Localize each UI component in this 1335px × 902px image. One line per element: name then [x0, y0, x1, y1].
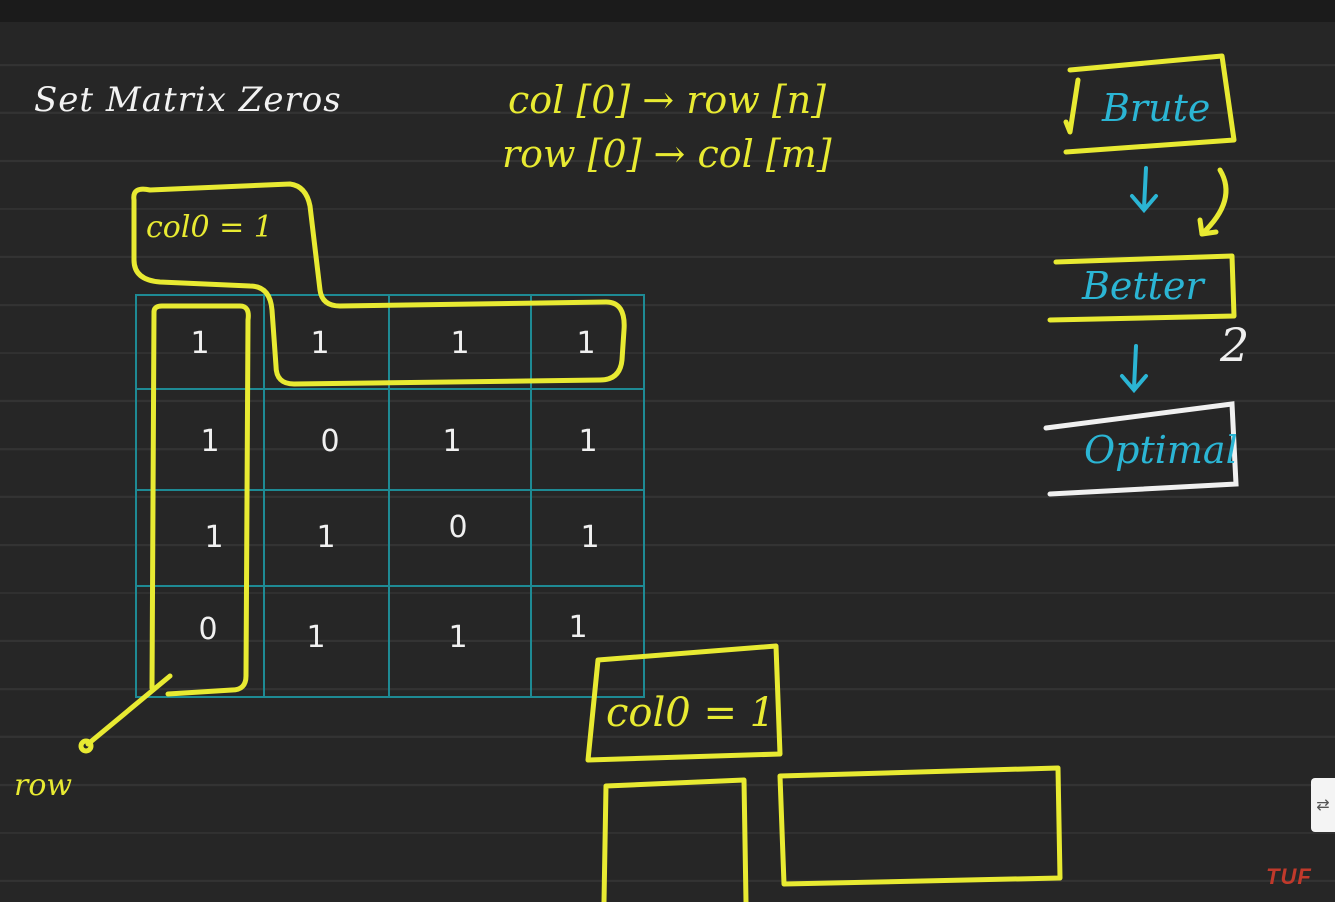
formula-line-2: row [0] → col [m]: [502, 132, 832, 176]
better-box: [1047, 253, 1237, 323]
curved-arrow: [1199, 167, 1229, 237]
matrix-cell: 1: [200, 424, 220, 459]
down-arrow-2: [1120, 344, 1148, 394]
row-label: row: [14, 768, 73, 803]
brand-logo: TUF: [1266, 864, 1312, 889]
row-pointer-dot: [78, 738, 94, 754]
matrix-cell: 0: [198, 612, 218, 647]
matrix-cell: 1: [316, 520, 336, 555]
matrix-cell: 1: [576, 326, 596, 361]
col0-highlight-outline: [151, 303, 251, 697]
matrix-cell: 1: [204, 520, 224, 555]
col0-label-bottom: col0 = 1: [606, 690, 776, 736]
col0-label-top: col0 = 1: [146, 210, 273, 245]
step-better: Better: [1082, 264, 1204, 308]
brute-box: [1063, 53, 1237, 155]
matrix-cell: 1: [442, 424, 462, 459]
bottom-row-rect: [777, 765, 1063, 887]
down-arrow-1: [1130, 166, 1158, 214]
row-pointer-line: [85, 673, 173, 747]
matrix-cell: 1: [578, 424, 598, 459]
matrix-cell: 0: [448, 510, 468, 545]
matrix-cell: 1: [448, 620, 468, 655]
brute-check: [1063, 77, 1081, 135]
matrix-cell: 0: [320, 424, 340, 459]
collapse-arrows-icon[interactable]: ⇄: [1311, 778, 1335, 832]
matrix-cell: 1: [310, 326, 330, 361]
step-note: 2: [1220, 318, 1250, 372]
col0-highlight-left: [149, 309, 157, 691]
matrix-cell: 1: [580, 520, 600, 555]
optimal-box: [1043, 401, 1239, 497]
step-optimal: Optimal: [1084, 428, 1238, 472]
step-brute: Brute: [1102, 86, 1211, 130]
matrix-cell: 1: [450, 326, 470, 361]
formula-line-1: col [0] → row [n]: [508, 78, 826, 122]
row0-highlight-outline: [131, 181, 627, 387]
matrix-cell: 1: [306, 620, 326, 655]
curved-arrowhead: [1197, 217, 1219, 237]
matrix-grid: [135, 294, 645, 698]
top-bar: [0, 0, 1335, 22]
col0-box-bottom: [585, 643, 783, 763]
matrix-cell: 1: [190, 326, 210, 361]
page-title: Set Matrix Zeros: [34, 80, 342, 120]
matrix-cell: 1: [568, 610, 588, 645]
bottom-col-rect: [601, 777, 749, 902]
